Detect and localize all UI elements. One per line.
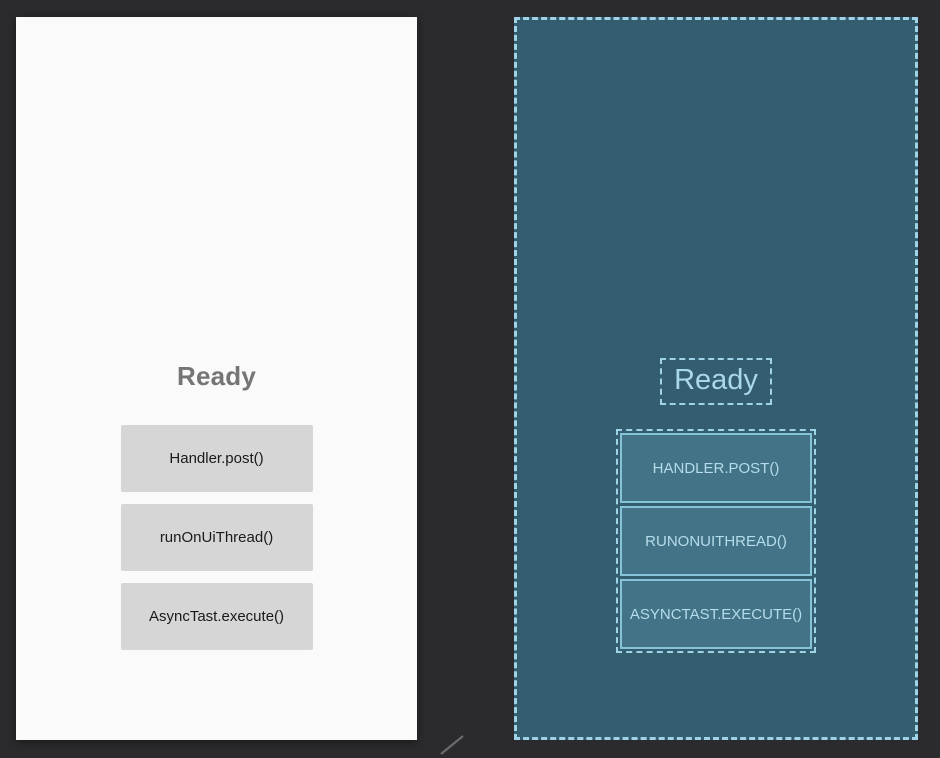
wireframe-button-stack: HANDLER.POST() RUNONUITHREAD() ASYNCTAST…: [616, 429, 816, 653]
wireframe-button-handler-post[interactable]: HANDLER.POST(): [620, 433, 812, 503]
wireframe-button-asynctask-execute[interactable]: ASYNCTAST.EXECUTE(): [620, 579, 812, 649]
cursor-mark: [440, 735, 464, 755]
rendered-app-screen: Ready Handler.post() runOnUiThread() Asy…: [16, 17, 417, 740]
wireframe-status-title: Ready: [660, 358, 772, 405]
app-button-handler-post[interactable]: Handler.post(): [120, 425, 313, 492]
wireframe-overlay-screen: Ready HANDLER.POST() RUNONUITHREAD() ASY…: [514, 17, 918, 740]
app-button-run-on-ui-thread[interactable]: runOnUiThread(): [120, 504, 313, 571]
wireframe-button-run-on-ui-thread[interactable]: RUNONUITHREAD(): [620, 506, 812, 576]
app-status-title: Ready: [176, 361, 257, 391]
app-button-stack: Handler.post() runOnUiThread() AsyncTast…: [120, 425, 313, 650]
app-button-asynctask-execute[interactable]: AsyncTast.execute(): [120, 583, 313, 650]
